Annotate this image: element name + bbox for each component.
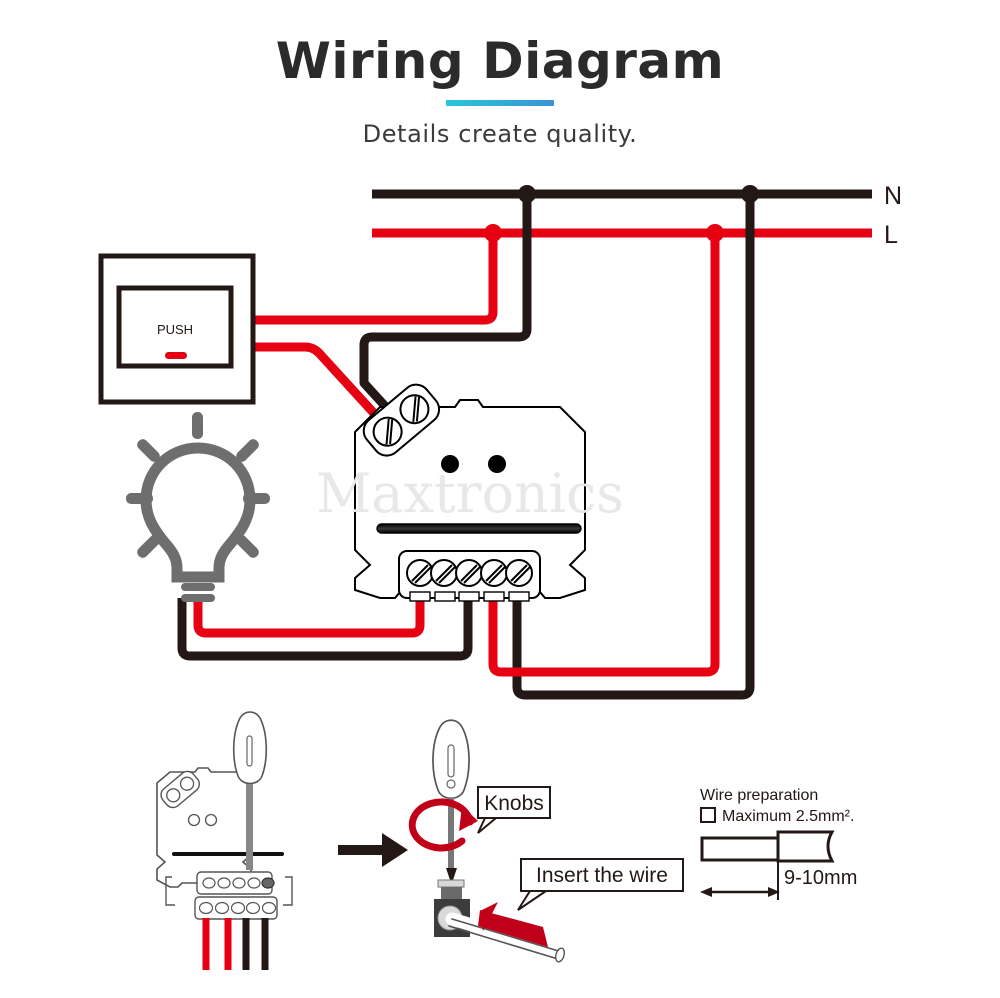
step2-screwdriver-tip xyxy=(446,868,457,880)
wire-prep-title: Wire preparation xyxy=(700,787,818,804)
wire-prep-checkbox[interactable] xyxy=(700,807,716,823)
step2-inserted-wire xyxy=(445,912,569,963)
wire-prep-max-label: Maximum 2.5mm². xyxy=(722,808,854,825)
device-bottom-terminal-block[interactable] xyxy=(398,550,541,602)
junction-dot-live-1 xyxy=(484,224,502,242)
junction-dot-neutral-1 xyxy=(518,185,536,203)
live-drop-to-device xyxy=(488,233,720,677)
knobs-callout-box xyxy=(477,786,551,819)
step1-clip-right xyxy=(283,876,293,906)
terminal-socket-2 xyxy=(434,591,456,602)
lamp-neutral-wire xyxy=(177,598,473,661)
junction-dots-group xyxy=(484,185,759,242)
device-top-terminal-block[interactable] xyxy=(358,379,445,461)
bulb-ray-right xyxy=(243,493,270,504)
bulb-ray-left xyxy=(126,493,153,504)
mains-bus-group xyxy=(372,189,872,238)
mains-drop-wires xyxy=(488,194,755,700)
switch-feed-wires xyxy=(243,194,532,426)
terminal-socket-1 xyxy=(409,591,431,602)
junction-dot-live-2 xyxy=(706,224,724,242)
push-button-label: PUSH xyxy=(157,322,193,337)
neutral-drop-to-device xyxy=(512,194,755,700)
wire-preparation-section: Wire preparation Maximum 2.5mm². 9-10mm xyxy=(700,787,857,900)
insert-wire-callout: Insert the wire xyxy=(517,858,684,911)
instruction-step-1-device xyxy=(156,711,293,970)
bulb-ray-top-left xyxy=(137,439,160,462)
knobs-callout-tail xyxy=(477,817,499,834)
device-antenna-slot xyxy=(376,523,582,534)
step1-screwdriver-icon xyxy=(232,711,268,870)
device-led-dot-2 xyxy=(488,455,506,473)
step2-screwdriver-shaft xyxy=(448,798,454,870)
page-title: Wiring Diagram xyxy=(275,32,725,90)
terminal-socket-3 xyxy=(458,591,480,602)
terminal-socket-5 xyxy=(508,591,530,602)
wire-insulation-body xyxy=(700,836,780,862)
insert-wire-label: Insert the wire xyxy=(536,864,668,887)
step1-terminal-lower-screws xyxy=(198,901,277,915)
insert-callout-tail xyxy=(517,890,550,911)
rotation-arrow-icon xyxy=(408,798,478,852)
page-subtitle: Details create quality. xyxy=(362,120,638,148)
relay-module-device[interactable]: Maxtronics xyxy=(316,379,624,602)
knobs-callout: Knobs xyxy=(477,786,551,834)
bulb-base-ring-1 xyxy=(181,583,215,591)
step1-screwdriver-shaft xyxy=(246,784,253,870)
bulb-ray-bottom-left xyxy=(137,535,160,558)
step1-antenna-slot xyxy=(172,852,284,856)
wire-strip-length-label: 9-10mm xyxy=(784,867,857,889)
top-terminal-screw-1[interactable] xyxy=(368,412,407,451)
neutral-to-device-top-terminal xyxy=(359,194,532,383)
terminal-socket-4 xyxy=(483,591,505,602)
bulb-ray-bottom-right xyxy=(236,535,259,558)
bulb-ray-top xyxy=(192,412,203,439)
live-to-push-switch xyxy=(248,233,498,325)
live-label: L xyxy=(884,221,898,249)
bottom-terminal-screw-1[interactable] xyxy=(406,559,434,587)
bottom-terminal-screw-3[interactable] xyxy=(455,559,483,587)
step1-terminal-upper-screws xyxy=(202,877,275,889)
bottom-terminal-screw-4[interactable] xyxy=(480,559,508,587)
device-body xyxy=(354,399,586,599)
bottom-terminal-screw-5[interactable] xyxy=(505,559,533,587)
bottom-terminal-screw-2[interactable] xyxy=(430,559,458,587)
lamp-output-wires xyxy=(177,598,473,661)
step1-top-terminal xyxy=(160,770,200,809)
step1-clip-left xyxy=(165,876,175,906)
switch-indicator-led xyxy=(165,352,187,359)
top-terminal-screw-2[interactable] xyxy=(395,389,434,428)
device-watermark: Maxtronics xyxy=(316,462,624,525)
step1-led-1 xyxy=(187,813,201,827)
knobs-label: Knobs xyxy=(484,792,544,815)
light-bulb-icon xyxy=(126,412,270,602)
bulb-glass xyxy=(140,442,256,583)
push-switch-signal-wire xyxy=(243,342,386,426)
step2-screwdriver-icon xyxy=(432,719,470,880)
junction-dot-neutral-2 xyxy=(741,185,759,203)
wire-stripped-conductor xyxy=(776,830,835,863)
insert-callout-box xyxy=(520,858,684,892)
bulb-ray-top-right xyxy=(236,439,259,462)
wire-length-dimension xyxy=(700,887,780,897)
instruction-step-2: Knobs xyxy=(408,719,684,963)
step-arrow-icon xyxy=(338,833,408,867)
neutral-label: N xyxy=(884,182,902,210)
step1-led-2 xyxy=(204,813,218,827)
insert-arrow-icon xyxy=(478,902,548,947)
page-header: Wiring Diagram Details create quality. xyxy=(0,0,1000,148)
wall-push-switch[interactable]: PUSH xyxy=(98,253,256,405)
device-led-dot-1 xyxy=(441,455,459,473)
bulb-base-ring-2 xyxy=(181,594,215,602)
title-underline-accent xyxy=(446,100,554,106)
lamp-live-wire xyxy=(193,598,425,638)
